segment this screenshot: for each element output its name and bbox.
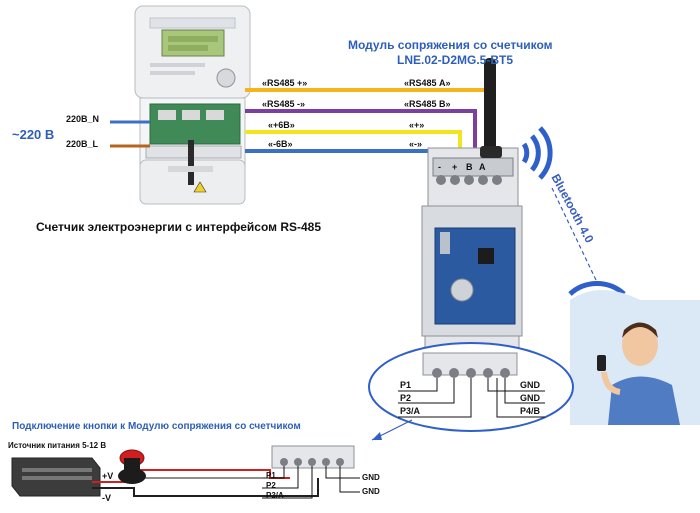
zoom-terminal-gnd2: GND	[520, 393, 540, 403]
zoom-terminal-p3a: P3/A	[400, 406, 421, 416]
psu-label: Источник питания 5-12 В	[8, 441, 107, 450]
phone-icon	[597, 355, 606, 371]
module-terminal-plus: +	[452, 162, 458, 172]
mini-module	[271, 445, 355, 469]
electricity-meter	[134, 5, 251, 205]
voltage-label: ~220 В	[12, 127, 55, 142]
module-terminal-b: B	[466, 162, 473, 172]
meter-button	[216, 68, 236, 88]
mini-terminal-gnd1: GND	[362, 473, 380, 482]
zoom-terminal-p4b: P4/B	[520, 406, 541, 416]
mini-terminal-p1: P1	[266, 471, 276, 480]
wire-label-rs485-a: «RS485 А»	[404, 78, 451, 88]
zoom-terminal-p1: P1	[400, 380, 412, 390]
module-terminal-a: A	[479, 162, 486, 172]
wire-label-minus-6v: «-6В»	[268, 139, 293, 149]
user-with-phone-illustration	[570, 290, 700, 425]
zoom-terminal-gnd1: GND	[520, 380, 540, 390]
wire-label-plus-6v: «+6В»	[268, 120, 295, 130]
button-section-title: Подключение кнопки к Модулю сопряжения с…	[12, 421, 301, 432]
antenna	[484, 58, 496, 154]
wire-label-rs485-b: «RS485 В»	[404, 99, 451, 109]
person-body	[608, 376, 680, 425]
module-terminal-minus: -	[438, 162, 441, 172]
zoom-terminal-p2: P2	[400, 393, 412, 403]
wire-label-minus: «-»	[409, 139, 423, 149]
person-head	[622, 324, 658, 366]
bluetooth-signal-icon	[521, 126, 553, 180]
meter-display	[161, 29, 225, 57]
meter-caption: Счетчик электроэнергии с интерфейсом RS-…	[36, 220, 322, 234]
mini-terminal-p3a: P3/A	[266, 491, 284, 500]
plus-6v-wire	[245, 130, 462, 152]
power-supply	[11, 457, 101, 497]
module-title-line2: LNE.02-D2MG.5-BT5	[397, 53, 514, 67]
plus-v-label: +V	[102, 471, 114, 481]
mini-terminal-p2: P2	[266, 481, 276, 490]
push-button	[118, 449, 146, 484]
minus-v-label: -V	[102, 493, 111, 503]
meter-input-n: 220В_N	[66, 114, 100, 124]
wire-label-rs485-minus: «RS485 -»	[262, 99, 306, 109]
wire-label-plus: «+»	[409, 120, 425, 130]
minus-6v-wire	[245, 149, 448, 156]
rs485-minus-wire	[245, 109, 477, 150]
module-title-line1: Модуль сопряжения со счетчиком	[348, 38, 553, 52]
mini-terminal-gnd2: GND	[362, 487, 380, 496]
meter-input-l: 220В_L	[66, 139, 99, 149]
wire-label-rs485-plus: «RS485 +»	[262, 78, 308, 88]
